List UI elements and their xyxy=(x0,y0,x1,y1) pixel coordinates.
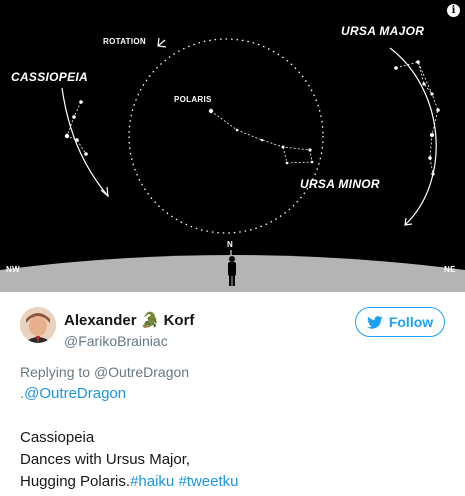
cassiopeia-stars xyxy=(64,100,88,156)
avatar-image xyxy=(20,307,56,343)
rotation-arrow xyxy=(157,37,167,48)
ursa-minor-label: URSA MINOR xyxy=(300,177,380,191)
hashtag-haiku[interactable]: #haiku xyxy=(130,473,175,490)
polaris-star xyxy=(208,108,214,114)
crocodile-emoji-icon: 🐊 xyxy=(140,312,160,329)
rotation-label: ROTATION xyxy=(103,37,146,46)
ursa-major-arrow xyxy=(389,47,437,226)
tweet-line-3: Hugging Polaris.#haiku #tweetku xyxy=(20,473,239,490)
person-silhouette xyxy=(228,256,236,286)
follow-button[interactable]: Follow xyxy=(355,307,445,337)
ursa-major-label: URSA MAJOR xyxy=(341,24,425,38)
hashtag-tweetku[interactable]: #tweetku xyxy=(178,473,239,490)
cassiopeia-constellation xyxy=(66,101,87,155)
replying-to-link[interactable]: @OutreDragon xyxy=(93,364,190,380)
northeast-label: NE xyxy=(444,265,456,274)
tweet-card xyxy=(0,292,465,496)
avatar[interactable] xyxy=(20,307,56,343)
polaris-label: POLARIS xyxy=(174,95,212,104)
constellation-image: ROTATION CASSIOPEIA POLARIS URSA MAJOR U… xyxy=(0,0,465,292)
mention-line[interactable]: .@OutreDragon xyxy=(20,385,127,402)
cassiopeia-label: CASSIOPEIA xyxy=(11,70,89,84)
northwest-label: NW xyxy=(6,265,20,274)
ursa-minor-constellation xyxy=(210,110,313,164)
cassiopeia-arrow xyxy=(61,87,109,197)
rotation-circle xyxy=(128,38,324,234)
north-label: N xyxy=(227,240,234,249)
star-chart xyxy=(0,37,465,292)
info-icon[interactable]: i xyxy=(447,4,460,17)
ursa-minor-stars xyxy=(208,108,314,165)
twitter-bird-icon xyxy=(366,315,383,329)
ursa-major-stars xyxy=(394,60,440,176)
replying-to: Replying to @OutreDragon xyxy=(20,364,190,380)
tweet-line-1: Cassiopeia xyxy=(20,429,95,446)
author-name[interactable]: Alexander 🐊 Korf xyxy=(64,312,195,329)
tweet-line-2: Dances with Ursus Major, xyxy=(20,451,191,468)
author-handle[interactable]: @FarikoBrainiac xyxy=(64,333,168,349)
follow-label: Follow xyxy=(388,314,434,330)
